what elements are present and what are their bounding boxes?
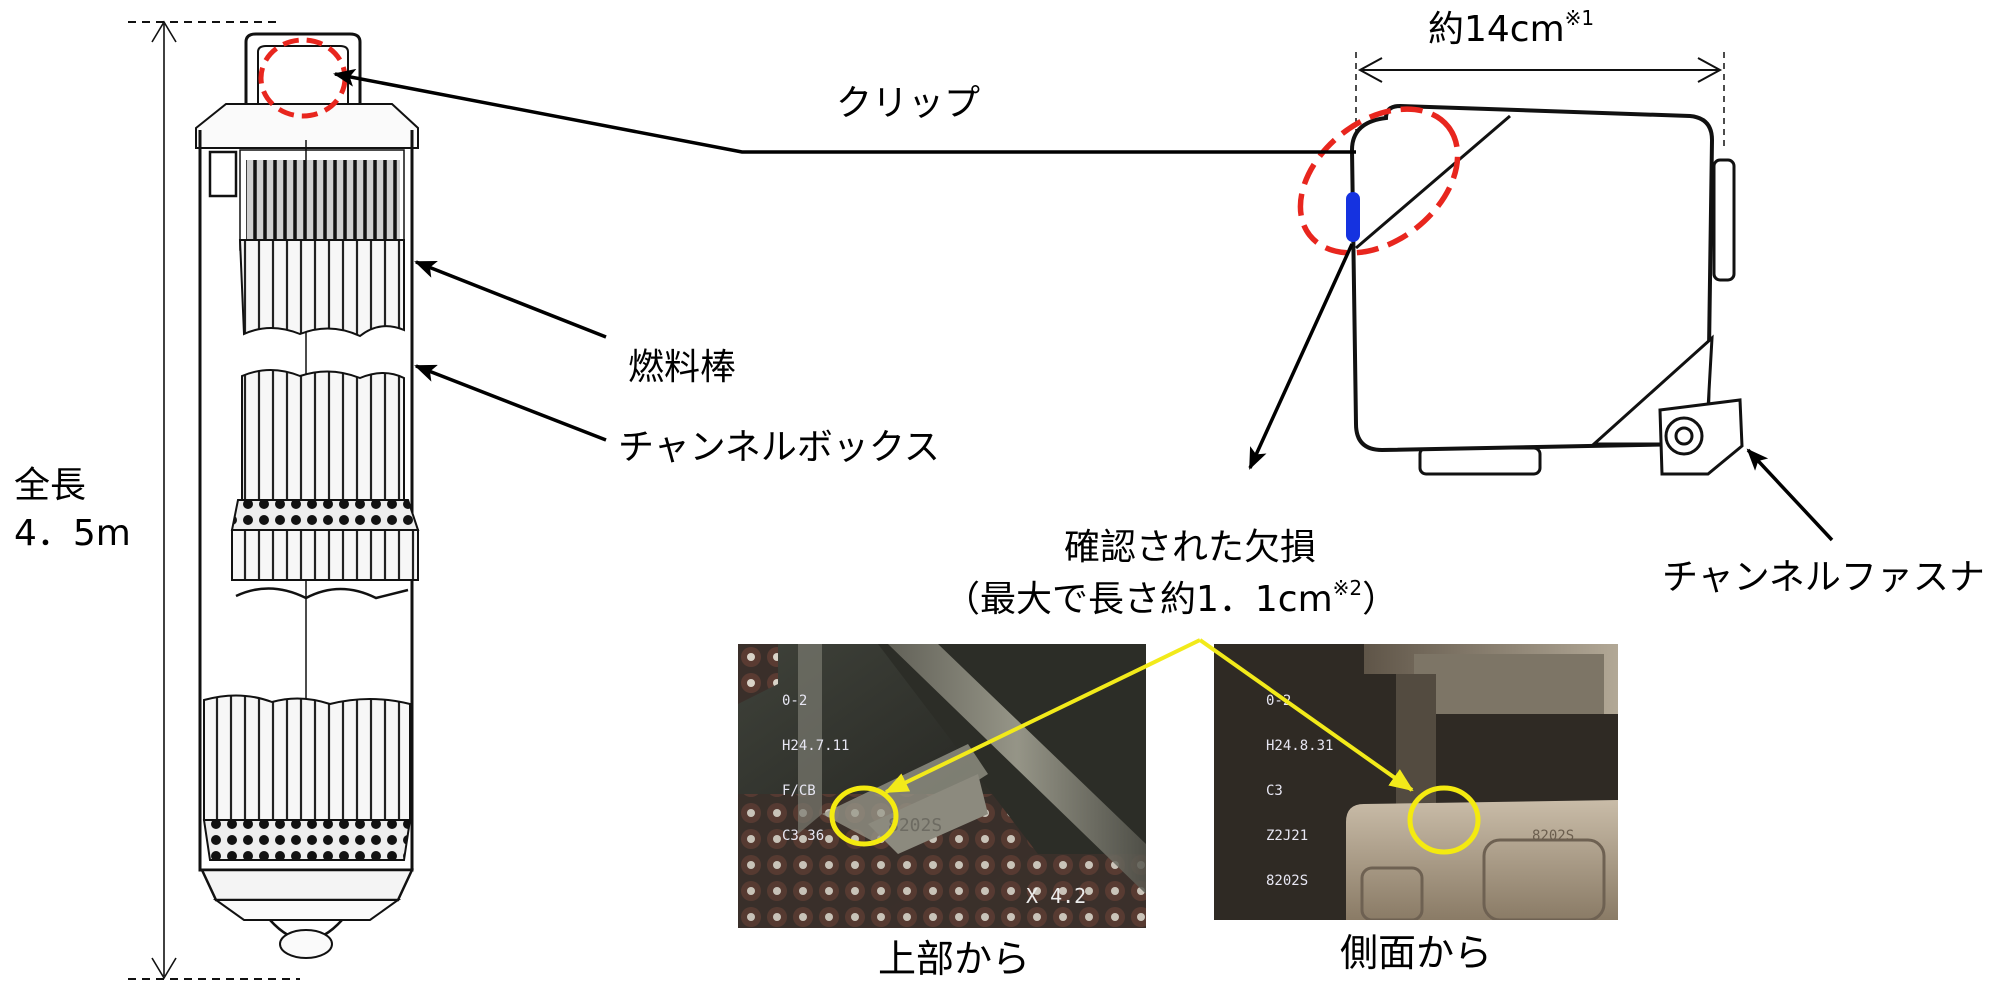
overlay-line: H24.7.11 <box>782 738 850 754</box>
overlay-line: 8202S <box>1266 873 1309 889</box>
photo-top-view: 8202S 0-2 H24.7.11 F/CB C3 36 X 4.2 <box>738 644 1146 928</box>
defect-note: ※2 <box>1332 576 1363 600</box>
overlay-line: 0-2 <box>1266 693 1292 709</box>
photo-side-defect-circle <box>1407 785 1481 855</box>
photo-side-overlay: 0-2 H24.8.31 C3 Z2J21 8202S <box>1266 664 1333 919</box>
channel-fastener-label: チャンネルファスナ <box>1662 557 1985 598</box>
clip-label: クリップ <box>836 83 981 124</box>
defect-detail-text: （最大で長さ約1．1cm <box>944 579 1333 620</box>
fuel-assembly-illustration <box>128 20 420 980</box>
width-note: ※1 <box>1564 6 1595 30</box>
overlay-line: H24.8.31 <box>1266 738 1334 754</box>
overlay-line: 0-2 <box>782 693 808 709</box>
overlay-line: Z2J21 <box>1266 828 1309 844</box>
photo-side-view: 8202S 0-2 H24.8.31 C3 Z2J21 8202S <box>1214 644 1618 920</box>
photo-top-defect-circle <box>829 785 899 847</box>
defect-title: 確認された欠損 <box>1064 527 1317 568</box>
overlay-line: C3 <box>1266 783 1283 799</box>
overlay-line: F/CB <box>782 783 816 799</box>
photo-side-marking: 8202S <box>1532 828 1574 844</box>
defect-detail: （最大で長さ約1．1cm※2） <box>944 578 1399 620</box>
width-dimension-label: 約14cm※1 <box>1428 8 1594 50</box>
channel-box-label: チャンネルボックス <box>618 427 940 468</box>
channel-box-top-view <box>1297 52 1744 476</box>
callout-arrows <box>333 68 1834 542</box>
defect-mark <box>1346 192 1360 242</box>
width-value: 約14cm <box>1428 9 1565 50</box>
defect-detail-close: ） <box>1362 579 1399 620</box>
photo-top-overlay: 0-2 H24.7.11 F/CB C3 36 <box>782 664 849 874</box>
fuel-rod-label: 燃料棒 <box>628 347 737 388</box>
photo-side-caption: 側面から <box>1340 931 1493 975</box>
photo-top-marking: 8202S <box>888 815 942 836</box>
total-length-value: 4．5m <box>14 513 131 554</box>
overlay-line: C3 36 <box>782 828 825 844</box>
total-length-label: 全長 <box>14 465 87 506</box>
photo-top-caption: 上部から <box>878 937 1031 981</box>
photo-top-scale: X 4.2 <box>1026 884 1087 908</box>
